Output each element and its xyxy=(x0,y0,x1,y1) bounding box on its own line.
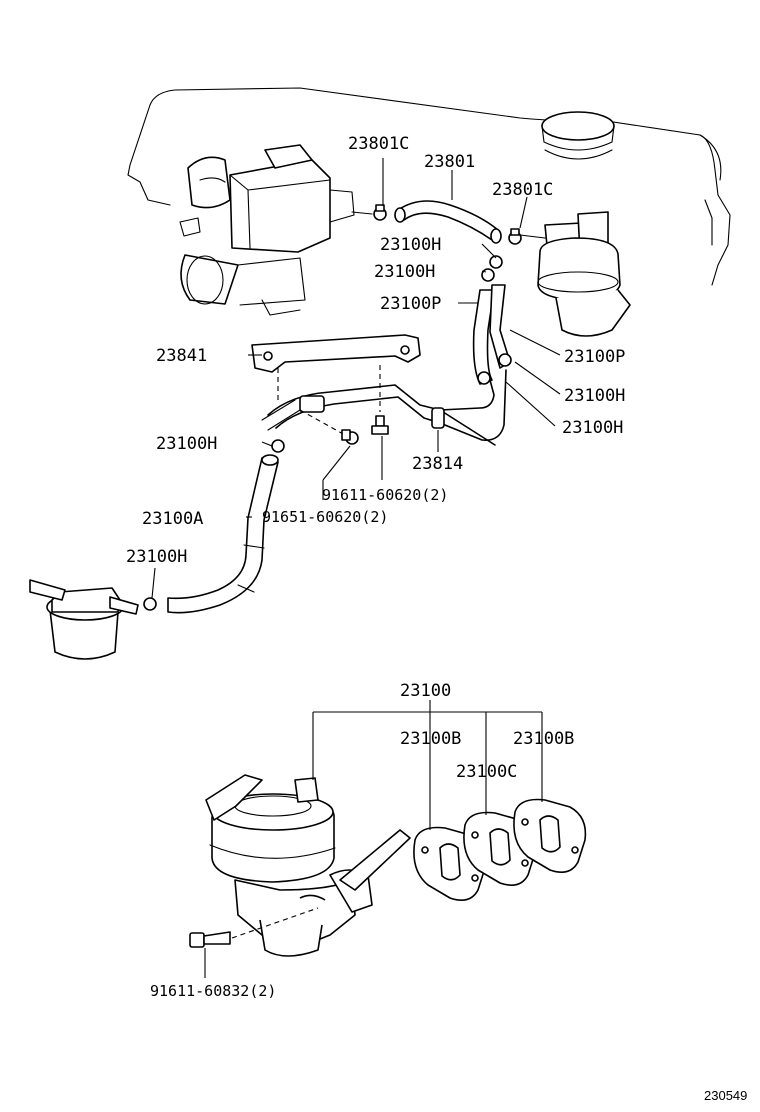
label-23100H-4: 23100H xyxy=(562,418,623,438)
diagram-reference-number: 230549 xyxy=(704,1088,747,1103)
leader-lines-upper xyxy=(151,158,561,599)
label-23100: 23100 xyxy=(400,681,451,701)
label-91651-60620: 91651-60620(2) xyxy=(262,508,388,526)
label-23100H-3: 23100H xyxy=(564,386,625,406)
leader-lines-lower xyxy=(204,700,543,978)
carburettor-assembly xyxy=(179,144,355,316)
label-23100H-6: 23100H xyxy=(126,547,187,567)
bracket-23841 xyxy=(251,334,421,412)
hose-clamp-icon xyxy=(143,597,157,611)
part-labels: 23801C 23801 23801C 23100H 23100H 23100P… xyxy=(126,134,747,1103)
label-23100A: 23100A xyxy=(142,509,203,529)
label-23100B-1: 23100B xyxy=(400,729,461,749)
label-23100C: 23100C xyxy=(456,762,517,782)
bolt-91651-icon xyxy=(299,409,359,445)
label-23801: 23801 xyxy=(424,152,475,172)
hose-clamp-icon xyxy=(373,204,387,221)
gasket-23100B-rear xyxy=(513,798,587,873)
label-23100P-2: 23100P xyxy=(564,347,625,367)
fuel-filter xyxy=(29,579,157,660)
hose-clamp-icon xyxy=(508,228,522,245)
hose-clamp-icon xyxy=(481,268,495,282)
label-23801C-a: 23801C xyxy=(348,134,409,154)
label-23841: 23841 xyxy=(156,346,207,366)
label-23100B-2: 23100B xyxy=(513,729,574,749)
label-23801C-b: 23801C xyxy=(492,180,553,200)
engine-fuel-pump xyxy=(519,211,631,337)
engine-outline xyxy=(127,87,731,286)
label-23100H-1: 23100H xyxy=(380,235,441,255)
hose-clamp-icon xyxy=(489,255,503,269)
label-23814: 23814 xyxy=(412,454,463,474)
hose-23100P-upper xyxy=(472,255,512,385)
hose-clamp-icon xyxy=(477,371,491,385)
bolt-91611-60832-icon xyxy=(189,907,319,948)
bolt-91611-icon xyxy=(371,415,389,435)
label-91611-60832: 91611-60832(2) xyxy=(150,982,276,1000)
fuel-pipe-23814 xyxy=(261,369,507,453)
label-23100P-1: 23100P xyxy=(380,294,441,314)
fuel-pump-assembly xyxy=(205,774,411,957)
label-91611-60620: 91611-60620(2) xyxy=(322,486,448,504)
hose-23100A xyxy=(167,454,279,614)
hose-clamp-icon xyxy=(271,439,285,453)
hose-23801 xyxy=(351,200,522,245)
hose-clamp-icon xyxy=(498,353,512,367)
label-23100H-2: 23100H xyxy=(374,262,435,282)
label-23100H-5: 23100H xyxy=(156,434,217,454)
